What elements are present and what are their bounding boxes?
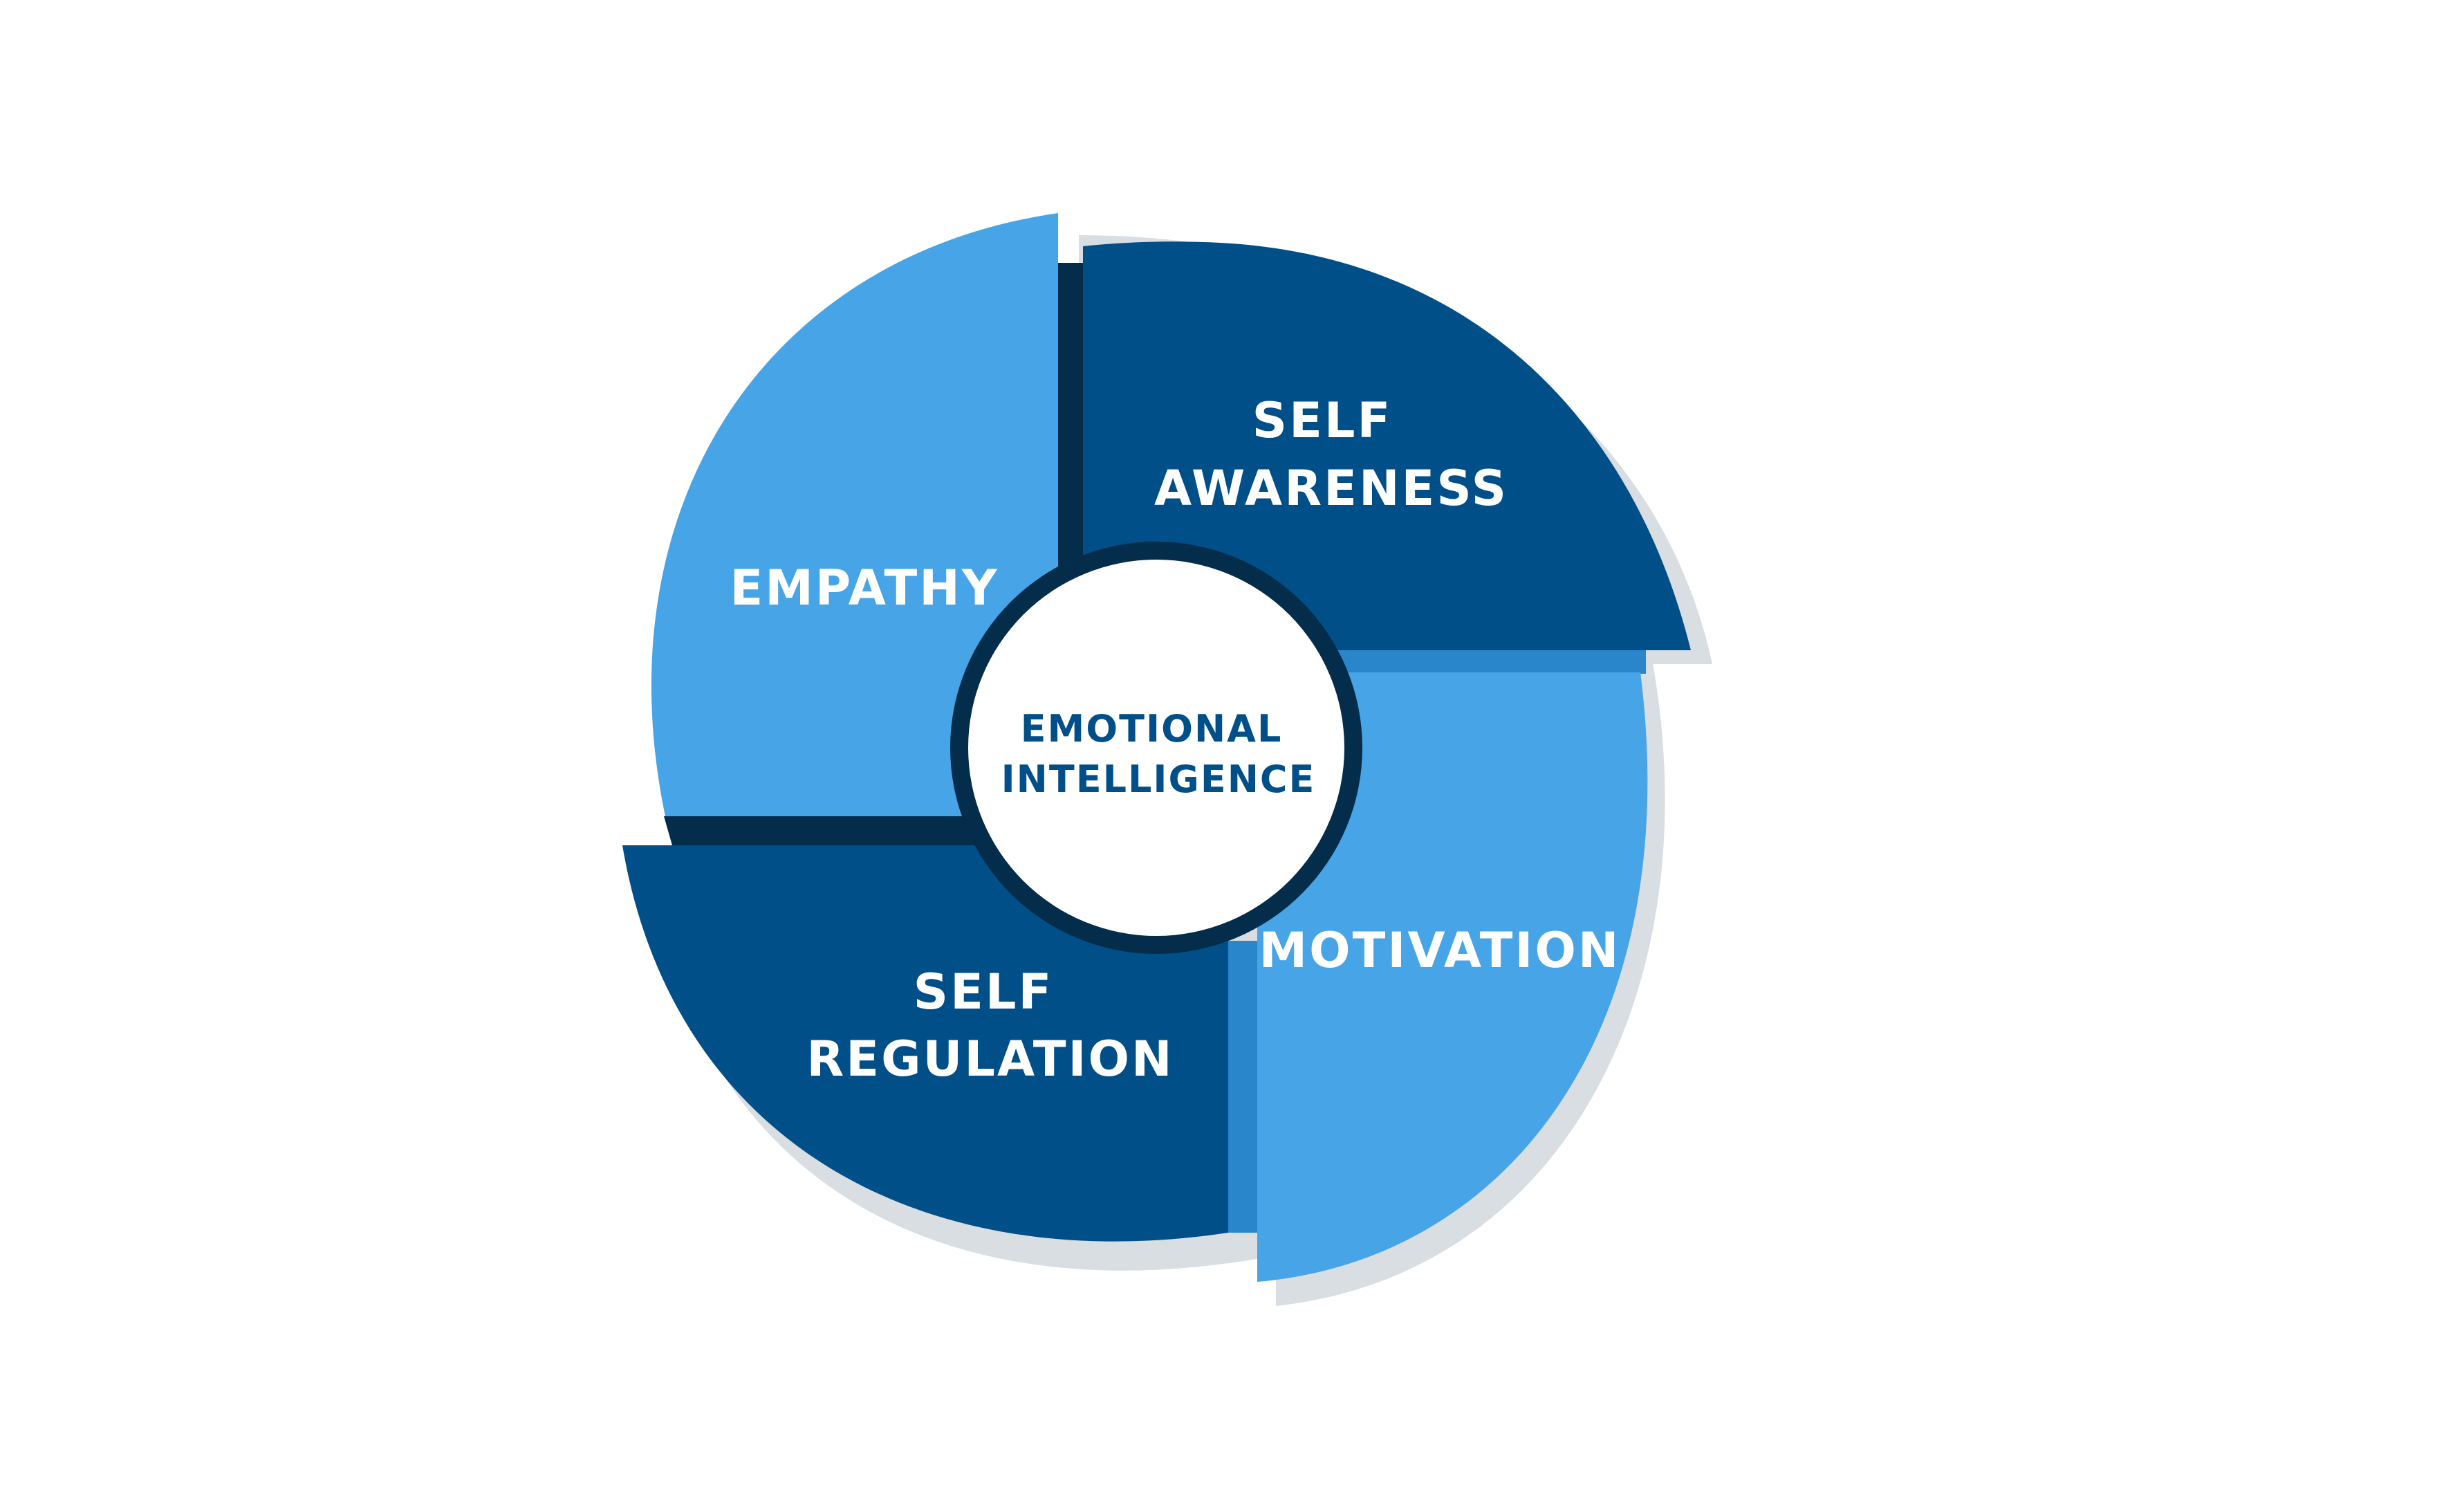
- center-hub: EMOTIONAL INTELLIGENCE: [950, 542, 1362, 954]
- motivation-label: MOTIVATION: [1259, 922, 1620, 979]
- self-awareness-label-line1: SELF: [1252, 392, 1393, 449]
- segment-empathy: [651, 213, 1058, 816]
- segment-self-awareness: [1083, 241, 1691, 650]
- segment-motivation: [1257, 672, 1648, 1282]
- motivation-side-accent: [1228, 941, 1257, 1233]
- center-label-line1: EMOTIONAL: [1021, 707, 1283, 751]
- self-regulation-label-line2: REGULATION: [806, 1031, 1174, 1087]
- empathy-label: EMPATHY: [730, 560, 999, 616]
- segment-self-regulation: [622, 845, 1228, 1242]
- center-hub-disc: [968, 560, 1344, 936]
- self-awareness-label-line2: AWARENESS: [1154, 460, 1508, 517]
- self-regulation-label-line1: SELF: [914, 964, 1054, 1020]
- center-label-line2: INTELLIGENCE: [1001, 757, 1316, 801]
- navy-horizontal-band: [664, 816, 975, 845]
